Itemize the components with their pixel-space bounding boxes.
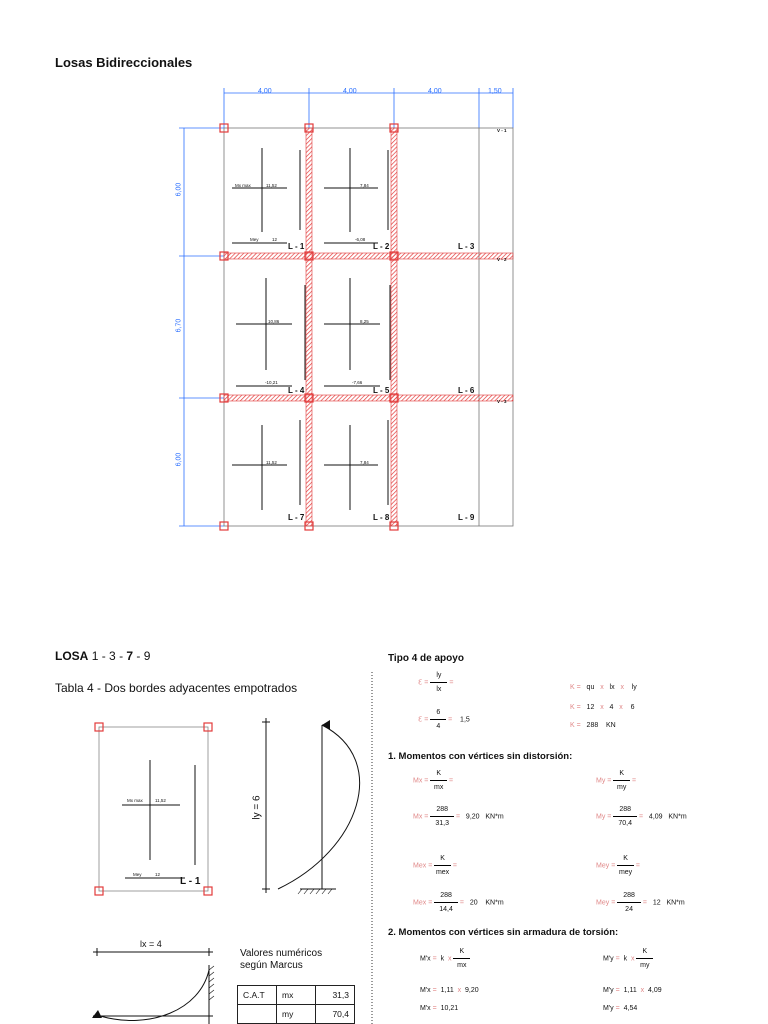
lx-label: lx = 4 [140, 939, 162, 949]
k-row-3: K = 288 KN [570, 722, 616, 729]
slab5-mx-value: 8,25 [360, 319, 369, 324]
slab-label-1: L - 1 [288, 242, 305, 251]
slab-label-7: L - 7 [288, 513, 305, 522]
dim-top-2: 4,00 [343, 88, 357, 95]
marcus-table-wrap: C.A.T mx 31,3 my 70,4 [237, 985, 355, 1024]
mpx-row: M'x = 1,11 x 9,20 [420, 987, 479, 994]
ly-label: ly = 6 [251, 795, 263, 820]
mini-mx-value: 11,52 [155, 798, 166, 803]
slab4-mey-value: -10,21 [265, 380, 278, 385]
dim-top-1: 4,00 [258, 88, 272, 95]
k-row-1: K = qu x lx x ly [570, 684, 637, 691]
slab-label-5: L - 5 [373, 386, 390, 395]
table-caption: Tabla 4 - Dos bordes adyacentes empotrad… [55, 681, 298, 695]
mpy-result: M'y = 4,54 [603, 1005, 638, 1012]
beam-label-3: V - 3 [497, 399, 507, 404]
page-title: Losas Bidireccionales [55, 55, 193, 70]
dim-top-3: 4,00 [428, 88, 442, 95]
losa-heading: LOSA 1 - 3 - 7 - 9 [55, 649, 151, 663]
slab1-mx-label: Mx max [235, 183, 251, 188]
mini-mey-label: Mey [133, 872, 142, 877]
slab-label-9: L - 9 [458, 513, 475, 522]
slab1-mx-value: 11,52 [266, 183, 277, 188]
slab-label-2: L - 2 [373, 242, 390, 251]
marcus-caption-2: según Marcus [240, 960, 303, 971]
slab7-mx-value: 11,52 [266, 460, 277, 465]
mpy-row: M'y = 1,11 x 4,09 [603, 987, 662, 994]
marcus-caption-1: Valores numéricos [240, 948, 323, 959]
beam-label-2: V - 2 [497, 257, 507, 262]
slab1-mey-label: Mey [250, 237, 259, 242]
table-row: my 70,4 [237, 1004, 355, 1024]
mini-slab-label: L - 1 [180, 876, 201, 887]
slab-label-3: L - 3 [458, 242, 475, 251]
k-row-2: K = 12 x 4 x 6 [570, 704, 635, 711]
slab2-mey-value: -6,08 [355, 237, 366, 242]
slab-label-8: L - 8 [373, 513, 390, 522]
section-2-heading: 2. Momentos con vértices sin armadura de… [388, 927, 619, 938]
slab-label-6: L - 6 [458, 386, 475, 395]
slab4-mx-value: 10,86 [268, 319, 280, 324]
slab5-mey-value: -7,66 [352, 380, 363, 385]
mpx-result: M'x = 10,21 [420, 1005, 459, 1012]
beam-label-1: V - 1 [497, 128, 507, 133]
slab1-my-value: 12 [272, 237, 278, 242]
slab2-mx-value: 7,84 [360, 183, 369, 188]
marcus-table: C.A.T mx 31,3 my 70,4 [237, 985, 355, 1024]
mini-mx-label: Mx max [127, 798, 143, 803]
slab8-mx-value: 7,84 [360, 460, 369, 465]
mini-my-value: 12 [155, 872, 161, 877]
section-1-heading: 1. Momentos con vértices sin distorsión: [388, 751, 573, 762]
dim-top-4: 1,50 [488, 88, 502, 95]
table-row: C.A.T mx 31,3 [237, 985, 355, 1005]
slab-label-4: L - 4 [288, 386, 305, 395]
tipo-apoyo-heading: Tipo 4 de apoyo [388, 653, 464, 664]
